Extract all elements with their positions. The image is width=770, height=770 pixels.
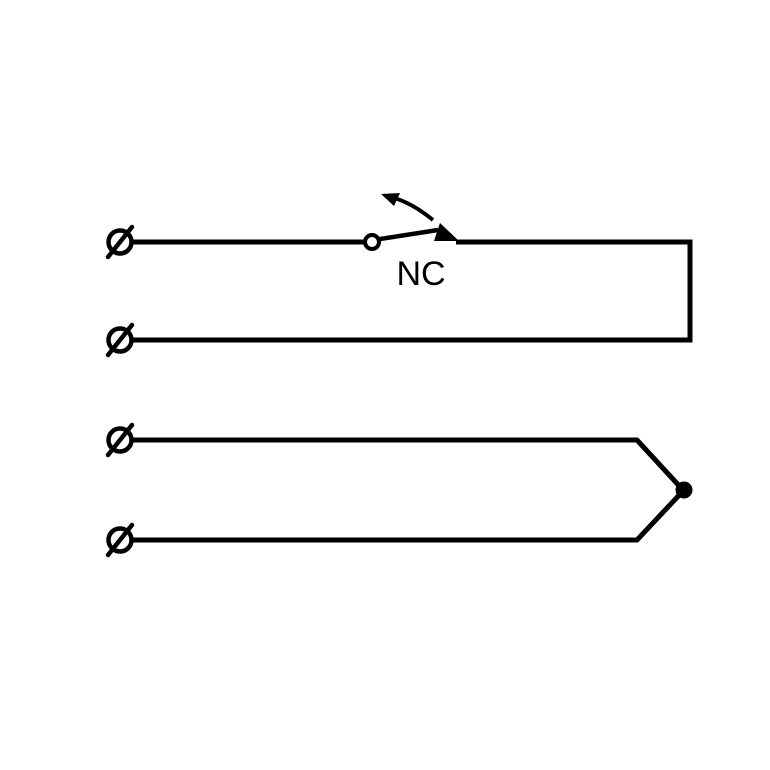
terminal-slash: [105, 422, 135, 458]
terminal-slash: [105, 322, 135, 358]
switch-arm: [379, 227, 439, 242]
common-junction-circuit: [133, 437, 693, 543]
terminal-slash: [105, 224, 135, 260]
terminal-icon: [105, 322, 135, 358]
terminal-circle: [106, 326, 134, 354]
wire-top-return: [133, 239, 693, 343]
terminal-icon: [105, 422, 135, 458]
wire-bottom-upper: [133, 437, 685, 492]
terminal-icon: [105, 224, 135, 260]
terminal-slash: [105, 522, 135, 558]
wire-bottom-lower: [133, 489, 685, 543]
motion-arrow-arrowhead-icon: [381, 193, 400, 206]
switch-pivot-contact: [363, 233, 381, 251]
motion-arrow-curve: [393, 196, 435, 222]
switch-arm-arrowhead-icon: [434, 223, 459, 241]
junction-dot: [675, 481, 693, 499]
terminal-circle: [106, 526, 134, 554]
nc-switch-circuit: NC: [133, 193, 693, 343]
terminal-circle: [106, 426, 134, 454]
terminal-icon: [105, 522, 135, 558]
nc-label: NC: [396, 255, 445, 293]
terminal-circle: [106, 228, 134, 256]
